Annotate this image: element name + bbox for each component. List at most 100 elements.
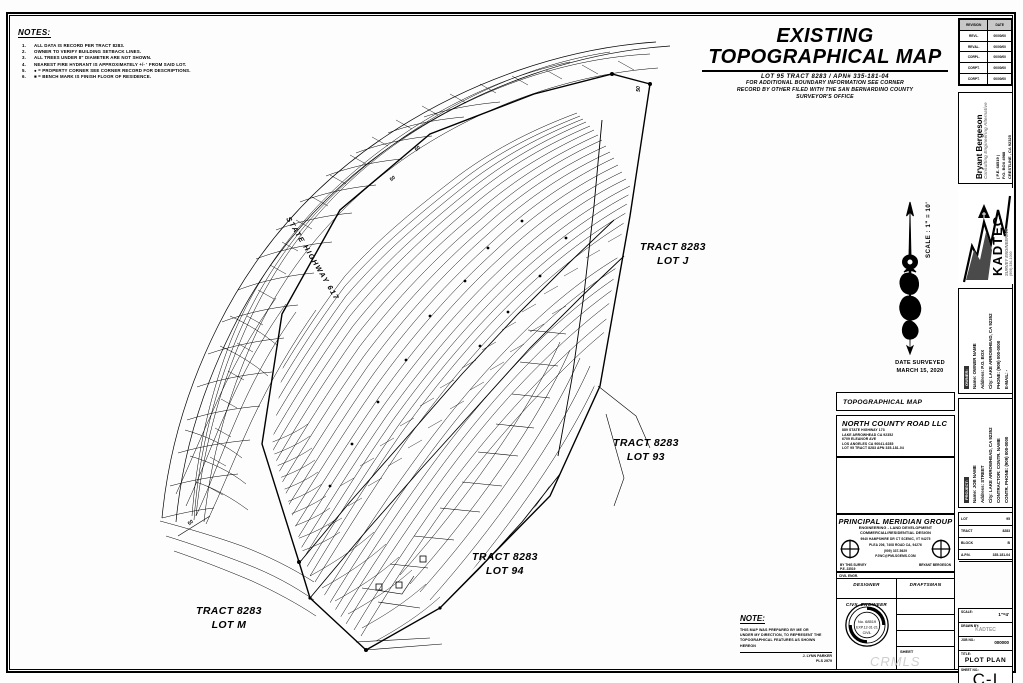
engineer-email: PJWC@PMLSGEMS.COM bbox=[875, 554, 916, 559]
project-name: Name: JOB NAME bbox=[972, 465, 977, 503]
title-strip: REVISION DATE REVL. 00/00/00 REVAL. 00/0… bbox=[958, 16, 1013, 683]
drawn-by-key: DRAWN BY: bbox=[961, 624, 980, 628]
engineer-card-subtitle: Consulting Engineering Alternative bbox=[983, 102, 988, 179]
map-label-lot-j: TRACT 8283 LOT J bbox=[640, 241, 706, 267]
signature-left-column: DESIGNER CIVIL ENGINEER No. 68519 EXP.12… bbox=[837, 579, 897, 670]
revision-row: CORPL. 00/00/00 bbox=[958, 51, 1012, 64]
surveyor-signature: J. LYNN PARKER PLS 2979 bbox=[802, 653, 832, 663]
engineer-card: Bryant Bergeson Consulting Engineering A… bbox=[958, 92, 1013, 184]
date-col-header: DATE bbox=[987, 19, 1012, 31]
title-value: PLOT PLAN bbox=[964, 657, 1007, 664]
titleblock-blank-area bbox=[836, 457, 955, 514]
lot-table-row: BLOCK B bbox=[959, 537, 1012, 550]
title-key: TITLE: bbox=[961, 652, 971, 656]
mountain-logo-icon bbox=[962, 195, 1012, 283]
engineer-left-footer: BY THIS SURVEY P.E. 23519 bbox=[840, 563, 867, 572]
engineer-firm-name: PRINCIPAL MERIDIAN GROUP bbox=[838, 517, 953, 526]
compass-rose-icon bbox=[840, 539, 860, 559]
sheet-no-key: SHEET NO.: bbox=[961, 668, 980, 672]
sheet-label: SHEET bbox=[900, 649, 914, 654]
revision-row: CORPT. 00/00/00 bbox=[958, 62, 1012, 75]
designer-label: DESIGNER bbox=[837, 579, 896, 599]
note-text: ALL TREES UNDER 8" DIAMETER ARE NOT SHOW… bbox=[34, 55, 152, 61]
note-number: 5. bbox=[22, 67, 26, 73]
titleblock-signature: CIVIL ENGR. DESIGNER CIVIL ENGINEER No. … bbox=[836, 572, 955, 670]
note-number: 6. bbox=[22, 74, 26, 80]
engineer-phone: (909) 337-5629 bbox=[883, 548, 908, 553]
sheet-no-value: C-I bbox=[972, 670, 999, 683]
note-text: ● = PROPERTY CORNER SEE CORNER RECORD FO… bbox=[34, 67, 191, 73]
engineer-card-license: ( P.E. 68519 ) bbox=[995, 154, 1000, 179]
note-text: NEAREST FIRE HYDRANT IS APPROXIMATELY +/… bbox=[34, 61, 187, 67]
tract-value: 8283 bbox=[980, 525, 1012, 538]
apn-key: A.P.N. bbox=[959, 549, 981, 562]
project-address: Address: STREET bbox=[980, 465, 985, 503]
revision-date-cell: 00/00/00 bbox=[987, 62, 1012, 75]
revision-row: CORPT. 00/00/00 bbox=[958, 73, 1012, 85]
note-text: ■ = BENCH MARK IS FINISH FLOOR OF RESIDE… bbox=[34, 74, 152, 80]
revision-cell: CORPT. bbox=[958, 73, 989, 85]
svg-text:CIVIL: CIVIL bbox=[863, 631, 872, 635]
title-underline bbox=[702, 70, 948, 72]
project-city: City: LAKE ARROWHEAD, CA 92352 bbox=[988, 427, 993, 503]
block-key: BLOCK bbox=[959, 537, 981, 550]
engineer-services-1: ENGINEERING - LAND DEVELOPMENT bbox=[858, 526, 933, 530]
project-contractor-phone: CONTR. PHONE: (909) 000-0000 bbox=[1004, 436, 1009, 503]
revision-cell: CORPL. bbox=[958, 51, 989, 64]
map-title-block: EXISTING TOPOGRAPHICAL MAP LOT 95 TRACT … bbox=[690, 25, 960, 101]
revision-date-cell: 00/00/00 bbox=[987, 73, 1012, 85]
drawn-by-value: KADTEC bbox=[975, 627, 996, 633]
lot-info-table: LOT 95 TRACT 8283 BLOCK B A.P.N. 335-181… bbox=[958, 512, 1013, 562]
apn-value: 335-181-04 bbox=[980, 549, 1012, 562]
note-number: 2. bbox=[22, 49, 26, 55]
svg-text:No. 68519: No. 68519 bbox=[858, 619, 877, 624]
titleblock-topo-label: TOPOGRAPHICAL MAP bbox=[843, 399, 923, 406]
drawn-by-row: DRAWN BY: KADTEC bbox=[959, 623, 1012, 637]
owner-city: City: LAKE ARROWHEAD, CA 92352 bbox=[988, 313, 993, 389]
client-name: NORTH COUNTY ROAD LLC bbox=[842, 419, 948, 428]
lot-key: LOT bbox=[959, 513, 981, 526]
job-no-key: JOB NO.: bbox=[961, 638, 976, 642]
revision-cell: REVAL. bbox=[958, 40, 989, 53]
client-address-line: LOT 95 TRACT 8283 APN 335-181-04 bbox=[842, 446, 904, 451]
scale-key: SCALE: bbox=[961, 610, 973, 614]
revision-row: REVL. 00/00/00 bbox=[958, 29, 1012, 42]
owner-heading: OWNER: bbox=[964, 366, 969, 389]
project-info-block: PROJECT: Name: JOB NAME Address: STREET … bbox=[958, 398, 1013, 508]
note-number: 4. bbox=[22, 61, 26, 67]
project-heading: PROJECT: bbox=[964, 477, 969, 503]
sheet-no-row: SHEET NO.: C-I bbox=[959, 667, 1012, 683]
north-arrow-block: SCALE : 1" = 10' DATE SURVEYED MARCH 15,… bbox=[880, 200, 960, 380]
notes-list: 1. ALL DATA IS RECORD PER TRACT 8283. 2.… bbox=[18, 43, 258, 80]
kadtec-wordmark: KADTEC bbox=[990, 215, 1005, 276]
note-item: 3. ALL TREES UNDER 8" DIAMETER ARE NOT S… bbox=[18, 55, 258, 61]
map-label-lot-94: TRACT 8283 LOT 94 bbox=[472, 551, 538, 577]
project-contractor: CONTRACTOR: CONTR. NAME bbox=[996, 438, 1001, 503]
owner-address: Address: P.O. BOX bbox=[980, 349, 985, 389]
client-address-line: 889 STATE HIGHWAY 173 bbox=[842, 428, 885, 432]
draftsman-label: DRAFTSMAN bbox=[897, 579, 954, 599]
tract-key: TRACT bbox=[959, 525, 981, 538]
note-number: 1. bbox=[22, 43, 26, 48]
job-no-row: JOB NO.: 000000 bbox=[959, 637, 1012, 651]
owner-info-block: OWNER: Name: OWNER NAME Address: P.O. BO… bbox=[958, 288, 1013, 394]
note-item: 4. NEAREST FIRE HYDRANT IS APPROXIMATELY… bbox=[18, 62, 258, 68]
engineer-address-1: 9940 HAMPSHIRE DR CT SCENIC, VT 94275 bbox=[860, 537, 931, 542]
note-text: OWNER TO VERIFY BUILDING SETBACK LINES. bbox=[34, 49, 142, 55]
map-label-lot-m: TRACT 8283 LOT M bbox=[196, 605, 262, 631]
owner-phone: PHONE: (909) 000-0000 bbox=[996, 340, 1001, 389]
surveyor-note-body: THIS MAP WAS PREPARED BY ME OR UNDER MY … bbox=[740, 628, 822, 648]
map-title-line2: TOPOGRAPHICAL MAP bbox=[708, 46, 942, 68]
engineer-right-footer: BRYANT BERGESON bbox=[919, 563, 951, 568]
kadtec-phone: (909) 336-1000 bbox=[1009, 251, 1013, 276]
owner-name: Name: OWNER NAME bbox=[972, 343, 977, 389]
note-item: 1. ALL DATA IS RECORD PER TRACT 8283. bbox=[18, 43, 258, 49]
titleblock-topographical-map: TOPOGRAPHICAL MAP bbox=[836, 392, 955, 411]
contour-elevation-label: 50 bbox=[635, 86, 642, 92]
note-item: 2. OWNER TO VERIFY BUILDING SETBACK LINE… bbox=[18, 49, 258, 55]
scale-row: SCALE: 1"=4' bbox=[959, 609, 1012, 623]
notes-heading: NOTES: bbox=[18, 28, 51, 38]
lot-table-row: LOT 95 bbox=[959, 513, 1012, 526]
note-item: 6. ■ = BENCH MARK IS FINISH FLOOR OF RES… bbox=[18, 74, 258, 80]
svg-text:EXP.12-31-21: EXP.12-31-21 bbox=[856, 626, 878, 630]
